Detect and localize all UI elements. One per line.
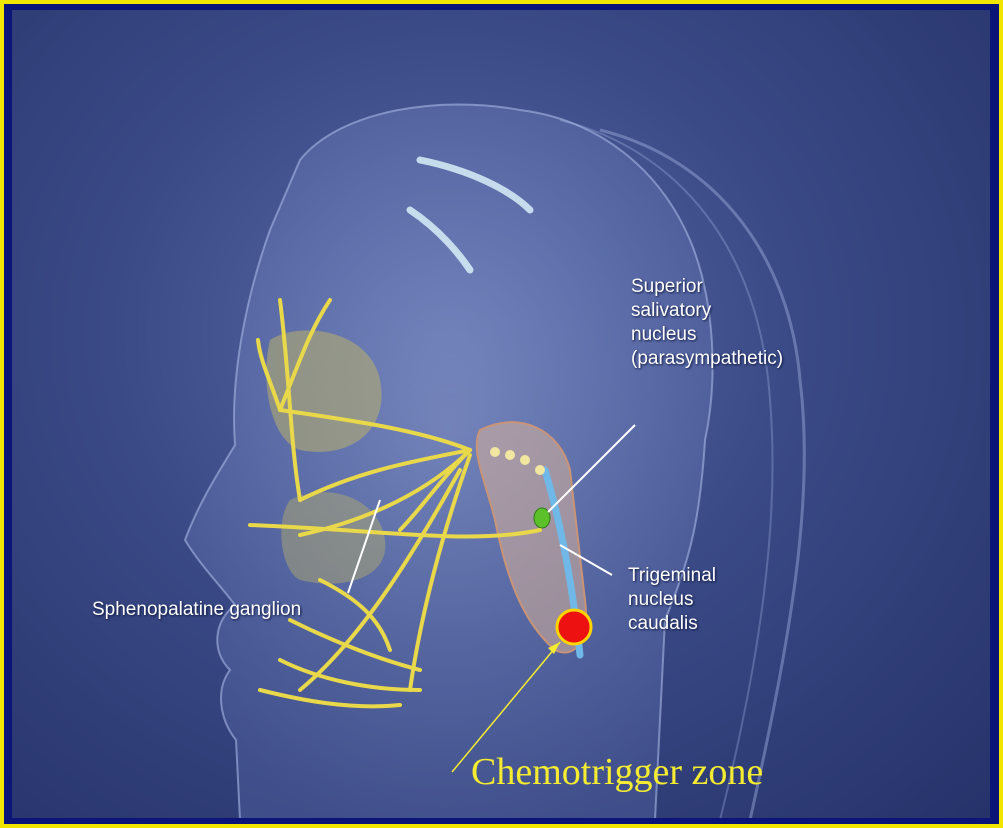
pathway-dot	[520, 455, 530, 465]
sphenopalatine-label: Sphenopalatine ganglion	[92, 598, 301, 622]
trigeminal-label: Trigeminal nucleus caudalis	[628, 564, 716, 636]
pathway-dot	[535, 465, 545, 475]
superior-salivatory-label: Superior salivatory nucleus (parasympath…	[631, 275, 783, 371]
red-circle-marker	[557, 610, 591, 644]
pathway-dot	[505, 450, 515, 460]
head-silhouette	[185, 104, 713, 818]
illustration-panel: Superior salivatory nucleus (parasympath…	[12, 10, 990, 818]
head-illustration	[12, 10, 990, 818]
chemotrigger-zone-label: Chemotrigger zone	[471, 750, 763, 794]
pathway-dot	[490, 447, 500, 457]
